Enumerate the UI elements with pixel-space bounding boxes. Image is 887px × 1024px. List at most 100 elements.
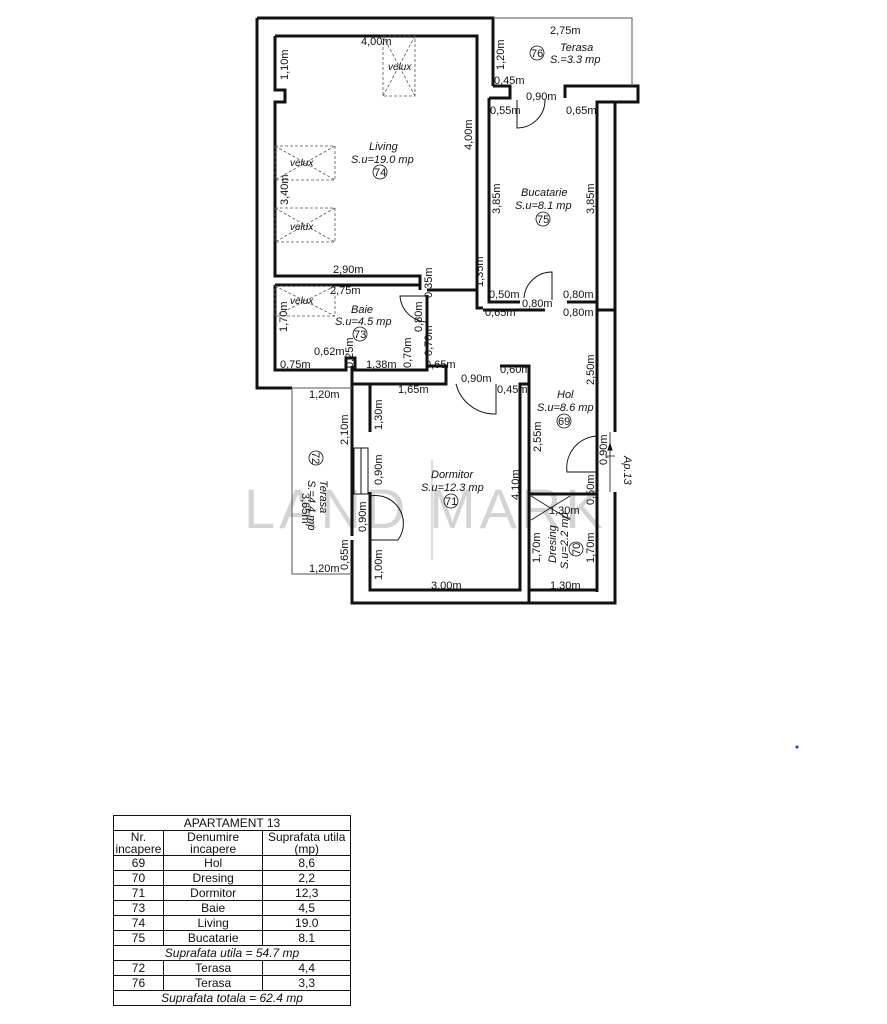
legend-cell-nr: 71	[113, 885, 164, 901]
dimension-labels: 4,00m 1,10m 4,00m 3,40m 2,90m 2,75m 0,35…	[278, 25, 610, 592]
room-number: 70	[571, 543, 583, 555]
dim: 1,70m	[531, 532, 543, 563]
room-area: S.u=8.1 mp	[515, 200, 572, 212]
room-area: S.u=2.2 mp	[559, 512, 571, 569]
legend-cell-name: Hol	[162, 855, 264, 871]
velux-label-3: velux	[290, 222, 314, 233]
dim: 2,55m	[532, 421, 544, 452]
legend-cell-nr: 74	[113, 915, 164, 931]
legend-cell-area: 4,4	[262, 960, 351, 976]
dim: 0,62m	[314, 346, 345, 358]
watermark: LAND MARK	[244, 460, 607, 560]
dim: 0,65m	[339, 539, 351, 570]
windows	[353, 447, 369, 495]
legend-cell-area: 8.1	[262, 930, 351, 946]
dim: 1,00m	[373, 549, 385, 580]
room-name: Hol	[557, 389, 574, 401]
room-name: Living	[369, 141, 399, 153]
dim: 0,65m	[566, 105, 597, 117]
velux-skylights	[274, 35, 416, 317]
dim: 3,00m	[431, 580, 462, 592]
room-area: S.u=19.0 mp	[351, 154, 414, 166]
legend-cell-name: Baie	[162, 900, 264, 916]
legend-cell-area: 19.0	[262, 915, 351, 931]
legend-cell-area: 12,3	[262, 885, 351, 901]
legend-cell-nr: 72	[113, 960, 164, 976]
room-bucatarie: Bucatarie S.u=8.1 mp 75	[515, 187, 572, 227]
dim: 3,65m	[299, 493, 311, 524]
legend-cell-nr: 73	[113, 900, 164, 916]
legend-title: APARTAMENT 13	[113, 815, 351, 831]
dim: 1,30m	[550, 580, 581, 592]
legend-total: Suprafata totala = 62.4 mp	[113, 990, 351, 1006]
room-area: S.=3.3 mp	[550, 54, 600, 66]
dim: 0,65m	[425, 359, 456, 371]
dim: 1,20m	[495, 39, 507, 70]
room-number: 69	[558, 416, 570, 428]
legend-cell-name: Dormitor	[162, 885, 264, 901]
legend-cell-nr: 69	[113, 855, 164, 871]
room-name: Dormitor	[431, 469, 475, 481]
room-name: Dresing	[547, 524, 559, 563]
room-number: 73	[354, 329, 366, 341]
dim: 4,00m	[361, 36, 392, 48]
dim: 0,80m	[522, 298, 553, 310]
room-living: Living S.u=19.0 mp 74	[351, 141, 414, 180]
dim: 0,90m	[461, 373, 492, 385]
dim: 1,70m	[585, 532, 597, 563]
room-area: S.u=12.3 mp	[421, 482, 484, 494]
stray-dot	[795, 745, 799, 749]
legend-cell-name: Dresing	[162, 870, 264, 886]
dim: 0,70m	[402, 337, 414, 368]
velux-label-2: velux	[290, 158, 314, 169]
dim: 0,80m	[413, 301, 425, 332]
dim: 2,75m	[550, 25, 581, 37]
room-dormitor: Dormitor S.u=12.3 mp 71	[421, 469, 484, 509]
dim: 1,10m	[279, 49, 291, 80]
legend-cell-nr: 75	[113, 930, 164, 946]
dim: 2,10m	[339, 414, 351, 445]
watermark-text: LAND MARK	[244, 477, 607, 540]
dim: 1,30m	[373, 399, 385, 430]
dim: 0,45m	[494, 75, 525, 87]
dim: 0,25m	[344, 337, 356, 368]
dim: 4,10m	[510, 469, 522, 500]
dim: 1,65m	[398, 384, 429, 396]
room-area: S.u=4.5 mp	[335, 316, 392, 328]
room-number: 75	[537, 214, 549, 226]
room-hol: Hol S.u=8.6 mp 69	[537, 389, 594, 429]
room-number: 71	[445, 496, 457, 508]
legend-cell-nr: 70	[113, 870, 164, 886]
walls	[255, 16, 640, 605]
room-number: 76	[531, 48, 543, 60]
legend-cell-area: 2,2	[262, 870, 351, 886]
dim: 3,85m	[585, 183, 597, 214]
dim: 1,20m	[309, 563, 340, 575]
dim: 0,50m	[585, 474, 597, 505]
area-legend-table: APARTAMENT 13 Nr. incapere Denumire inca…	[113, 815, 351, 1006]
dim: 2,75m	[330, 285, 361, 297]
dim: 0,50m	[489, 289, 520, 301]
dim: 0,35m	[423, 267, 435, 298]
dim: 1,20m	[309, 389, 340, 401]
room-name: Terasa	[317, 480, 329, 513]
velux-label-1: velux	[388, 62, 412, 73]
velux-labels: velux velux velux velux	[290, 62, 412, 307]
doors	[369, 99, 615, 541]
room-name: Bucatarie	[521, 187, 567, 199]
legend-header: Suprafata utila (mp)	[262, 830, 351, 856]
legend-subtotal: Suprafata utila = 54.7 mp	[113, 945, 351, 961]
room-terasa-76: Terasa S.=3.3 mp 76	[529, 42, 600, 66]
dim: 1,70m	[278, 301, 290, 332]
dim: 0,80m	[563, 289, 594, 301]
room-area: S.=4.4 mp	[305, 480, 317, 530]
dim: 1,30m	[549, 505, 580, 517]
dim: 0,90m	[357, 501, 369, 532]
